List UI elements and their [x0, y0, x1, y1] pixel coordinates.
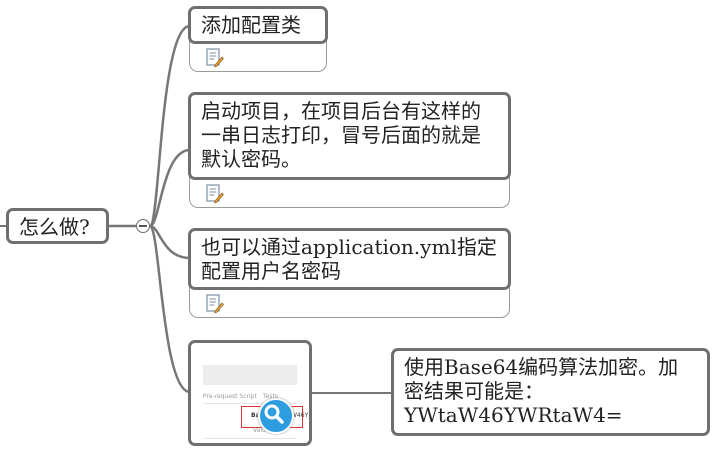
- thumbnail-header-bar: [203, 365, 297, 385]
- branch-label: 启动项目，在项目后台有这样的一串日志打印，冒号后面的就是默认密码。: [201, 99, 481, 171]
- branch-note-area: [189, 286, 510, 318]
- divider: [203, 403, 297, 404]
- branch-label: 添加配置类: [201, 13, 301, 37]
- root-topic-label: 怎么做?: [19, 215, 90, 239]
- branch-note-area: [189, 40, 327, 72]
- thumbnail-cell-text: W46Y: [291, 412, 309, 419]
- thumbnail-sub-text: Valu: [253, 427, 266, 434]
- branch-application-yml[interactable]: 也可以通过application.yml指定配置用户名密码: [188, 228, 511, 290]
- note-icon[interactable]: [206, 294, 224, 314]
- image-thumbnail[interactable]: Pre-request Script Tests Bas W46Y Valu: [188, 340, 312, 446]
- base64-note-topic[interactable]: 使用Base64编码算法加密。加密结果可能是：YWtaW46YWRtaW4=: [391, 348, 710, 436]
- note-icon[interactable]: [206, 48, 224, 68]
- branch-add-config-class[interactable]: 添加配置类: [188, 6, 328, 44]
- thumbnail-tab-label: Tests: [263, 393, 278, 400]
- thumbnail-tab-label: Pre-request Script: [203, 393, 257, 400]
- root-topic[interactable]: 怎么做?: [6, 208, 109, 244]
- branch-label: 也可以通过application.yml指定配置用户名密码: [201, 235, 497, 283]
- topic-label: 使用Base64编码算法加密。加密结果可能是：YWtaW46YWRtaW4=: [404, 355, 679, 427]
- branch-startup-log[interactable]: 启动项目，在项目后台有这样的一串日志打印，冒号后面的就是默认密码。: [188, 92, 511, 180]
- branch-note-area: [189, 176, 510, 208]
- note-icon[interactable]: [206, 184, 224, 204]
- zoom-magnifier-icon[interactable]: [258, 398, 294, 434]
- collapse-toggle[interactable]: [136, 219, 150, 233]
- thumbnail-cell-text: Bas: [251, 412, 263, 419]
- divider: [203, 438, 297, 439]
